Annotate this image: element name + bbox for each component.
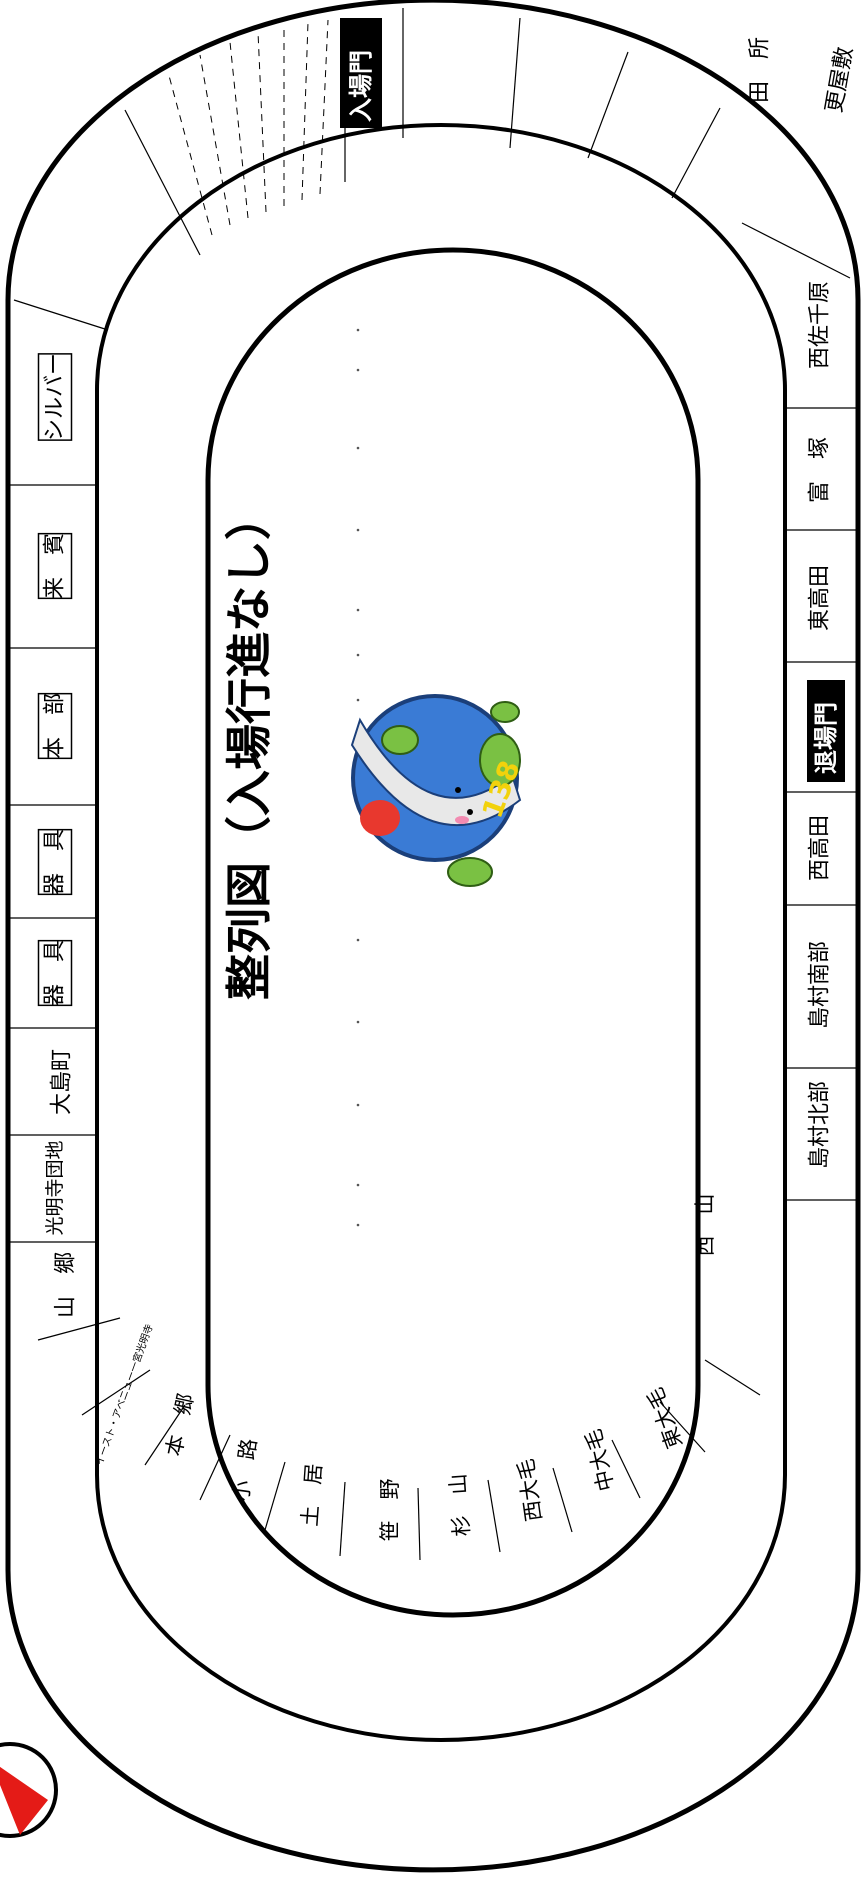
outer-track: [8, 0, 858, 1870]
left-slot-7-text: 山 郷: [54, 1252, 79, 1318]
inner-track: [208, 250, 698, 1615]
right-slot-1: 更屋敷: [822, 45, 858, 114]
field-edge: [97, 125, 785, 1740]
left-slot-5: 大島町: [50, 1049, 75, 1115]
right-slot-7-text: 西高田: [808, 815, 833, 881]
left-slot-1: 来 賓: [39, 533, 72, 599]
left-slot-0: シルバー: [39, 353, 72, 441]
right-slot-6: 東高田: [808, 565, 833, 631]
bottom-slot-7-text: 東大毛: [643, 1384, 687, 1451]
bottom-slot-1: 小 路: [229, 1437, 262, 1503]
left-slot-4: 器 具: [39, 940, 72, 1006]
bottom-slot-5: 西大毛: [514, 1457, 547, 1523]
bottom-slot-2-text: 土 居: [298, 1463, 326, 1528]
bottom-slot-8-text: 西 山: [693, 1194, 717, 1257]
left-slot-4-text: 器 具: [43, 940, 68, 1006]
left-slot-5-text: 大島町: [50, 1049, 75, 1115]
right-slot-4-text: 西佐千原: [808, 281, 833, 369]
right-slot-7: 西高田: [808, 815, 833, 881]
bottom-slot-3: 笹 野: [378, 1479, 402, 1542]
entrance-gate-label: 入場門: [347, 50, 375, 122]
left-slot-6-text: 光明寺団地: [44, 1140, 66, 1235]
right-slot-6-text: 東高田: [808, 565, 833, 631]
bottom-slot-8: 西 山: [693, 1194, 717, 1257]
left-slot-1-text: 来 賓: [43, 533, 68, 599]
left-slot-2: 本 部: [39, 693, 72, 759]
left-slot-2-text: 本 部: [43, 693, 68, 759]
right-slot-0: 田 所: [748, 37, 773, 103]
bottom-slot-3-text: 笹 野: [378, 1479, 402, 1542]
bottom-slot-7: 東大毛: [643, 1384, 687, 1451]
bottom-slot-9: イースト・アベニュー一宮光明寺: [92, 1322, 155, 1467]
bottom-slot-4: 杉 山: [446, 1473, 474, 1538]
left-slot-0-text: シルバー: [43, 353, 68, 441]
right-slot-5-text: 富 塚: [808, 437, 833, 503]
right-slot-0-text: 田 所: [748, 37, 773, 103]
right-slot-5: 富 塚: [808, 437, 833, 503]
page-title: 整列図（入場行進なし）: [222, 494, 276, 1000]
left-slot-6: 光明寺団地: [44, 1140, 66, 1235]
entrance-gate: 入場門: [340, 18, 382, 128]
bottom-slot-0-text: 本 郷: [162, 1392, 199, 1459]
exit-gate: 退場門: [807, 680, 845, 782]
bottom-slot-5-text: 西大毛: [514, 1457, 547, 1523]
bottom-slot-6-text: 中大毛: [581, 1427, 619, 1494]
bottom-slot-0: 本 郷: [162, 1392, 199, 1459]
left-slot-3: 器 具: [39, 829, 72, 895]
bottom-slot-6: 中大毛: [581, 1427, 619, 1494]
right-slot-8-text: 島村南部: [808, 941, 833, 1029]
right-slot-1-text: 更屋敷: [822, 45, 858, 114]
exit-gate-label: 退場門: [812, 702, 840, 774]
red-marker-icon: [0, 1744, 56, 1836]
left-slot-3-text: 器 具: [43, 829, 68, 895]
right-slot-9: 島村北部: [808, 1081, 833, 1169]
bottom-slot-9-text: イースト・アベニュー一宮光明寺: [92, 1322, 155, 1467]
mascot-138-icon: 138: [352, 696, 527, 886]
right-slot-9-text: 島村北部: [808, 1081, 833, 1169]
right-slot-8: 島村南部: [808, 941, 833, 1029]
bottom-slot-2: 土 居: [298, 1463, 326, 1528]
bottom-slot-1-text: 小 路: [229, 1437, 262, 1503]
bottom-slot-4-text: 杉 山: [446, 1473, 474, 1538]
right-slot-4: 西佐千原: [808, 281, 833, 369]
left-slot-7: 山 郷: [54, 1252, 79, 1318]
